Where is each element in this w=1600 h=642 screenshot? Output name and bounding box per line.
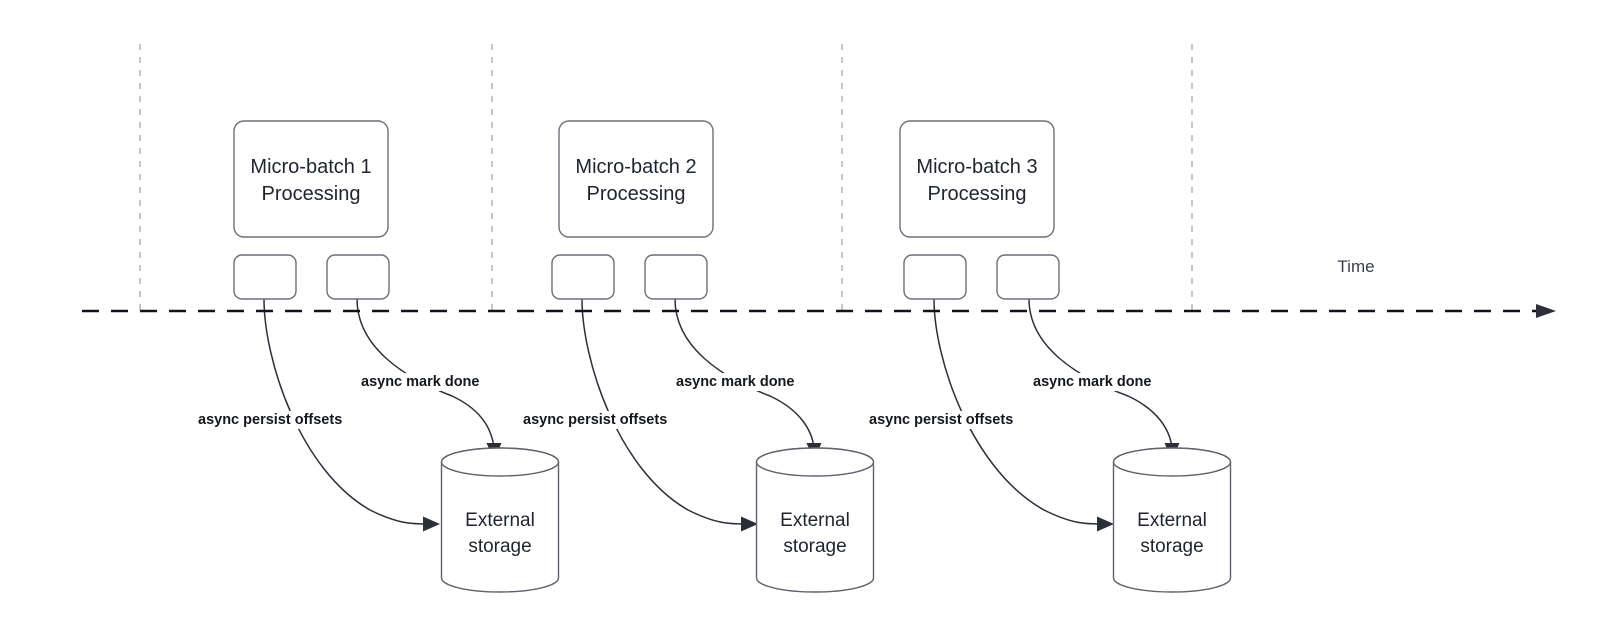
task-box-1-1[interactable] — [233, 254, 297, 300]
edge-curve-persist-offsets-2 — [581, 298, 747, 525]
edge-curve-mark-done-3 — [1028, 298, 1173, 449]
edge-label-backdrop — [358, 373, 483, 391]
edge-arrowhead-persist-offsets-1 — [423, 516, 440, 532]
external-storage-label-line1: External — [780, 510, 850, 531]
task-box-3-1[interactable] — [903, 254, 967, 300]
edge-curve-mark-done-2 — [674, 298, 815, 449]
external-storage-label-line1: External — [1137, 510, 1207, 531]
edge-arrowhead-persist-offsets-2 — [741, 516, 758, 532]
external-storage-label-line2: storage — [783, 536, 846, 557]
edge-label-backdrop — [195, 411, 367, 429]
edge-label-backdrop — [520, 411, 692, 429]
edge-curve-mark-done-1 — [356, 298, 495, 449]
process-box-label-line1: Micro-batch 3 — [916, 156, 1037, 178]
process-box-1[interactable] — [233, 120, 389, 238]
edge-label-persist-offsets: async persist offsets — [523, 412, 667, 428]
edge-label-backdrop — [1030, 373, 1155, 391]
external-storage-label-line2: storage — [1140, 536, 1203, 557]
edge-label-mark-done: async mark done — [1033, 374, 1151, 390]
edge-label-layer: async persist offsets async mark done asyn… — [195, 373, 1155, 429]
process-box-label-line2: Processing — [587, 183, 686, 205]
external-storage-cylinder-top-2 — [755, 447, 875, 477]
process-box-2[interactable] — [558, 120, 714, 238]
process-box-3[interactable] — [899, 120, 1055, 238]
edge-label-persist-offsets: async persist offsets — [198, 412, 342, 428]
process-box-label-line2: Processing — [928, 183, 1027, 205]
process-box-label-line1: Micro-batch 1 — [250, 156, 371, 178]
edge-label-mark-done: async mark done — [676, 374, 794, 390]
edge-curve-layer — [263, 298, 1180, 532]
external-storage-cylinder-top-3 — [1112, 447, 1232, 477]
task-box-2-1[interactable] — [551, 254, 615, 300]
edge-curve-persist-offsets-1 — [263, 298, 429, 525]
edge-arrowhead-persist-offsets-3 — [1097, 516, 1114, 532]
external-storage-label-line1: External — [465, 510, 535, 531]
process-box-label-line1: Micro-batch 2 — [575, 156, 696, 178]
edge-label-mark-done: async mark done — [361, 374, 479, 390]
timeline-layer: Time — [82, 257, 1556, 318]
external-storage-cylinder-top-1 — [440, 447, 560, 477]
edge-label-persist-offsets: async persist offsets — [869, 412, 1013, 428]
edge-curve-persist-offsets-3 — [933, 298, 1103, 525]
edge-label-backdrop — [866, 411, 1038, 429]
task-box-2-2[interactable] — [644, 254, 708, 300]
task-box-3-2[interactable] — [996, 254, 1060, 300]
process-box-label-line2: Processing — [262, 183, 361, 205]
edge-label-backdrop — [673, 373, 798, 391]
separator-layer — [139, 44, 1193, 311]
task-box-1-2[interactable] — [326, 254, 390, 300]
external-storage-label-line2: storage — [468, 536, 531, 557]
time-axis-label: Time — [1337, 257, 1374, 276]
time-axis-arrowhead — [1536, 304, 1556, 318]
